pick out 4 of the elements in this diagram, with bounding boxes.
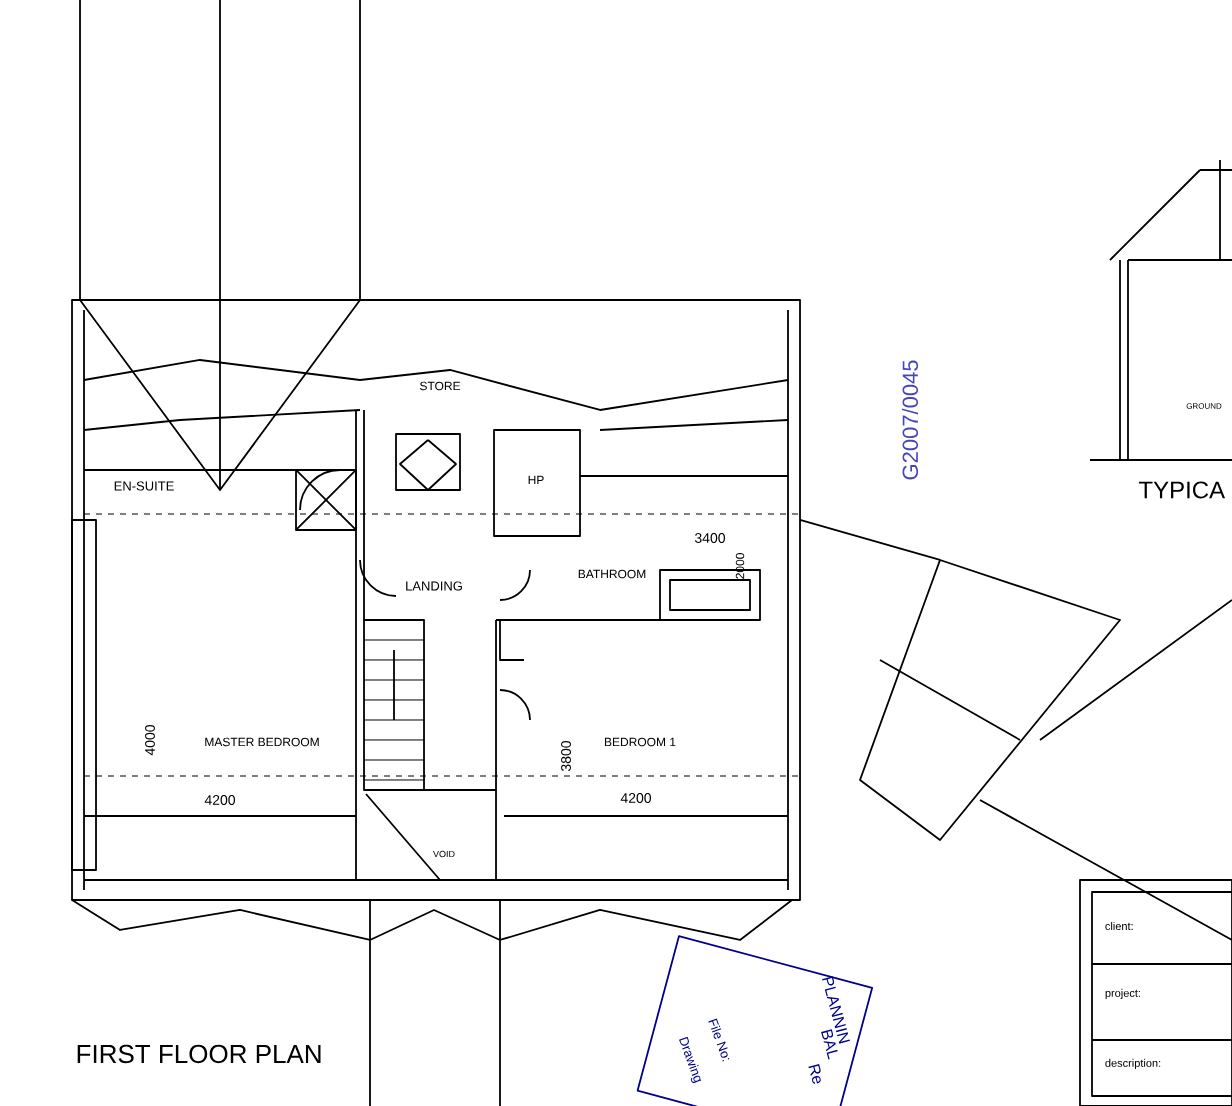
reference-number: G2007/0045 [901,360,919,480]
section-title: TYPICA [1138,481,1226,499]
plan-title: FIRST FLOOR PLAN [77,1044,321,1064]
stamp-text: Re [808,1063,821,1084]
